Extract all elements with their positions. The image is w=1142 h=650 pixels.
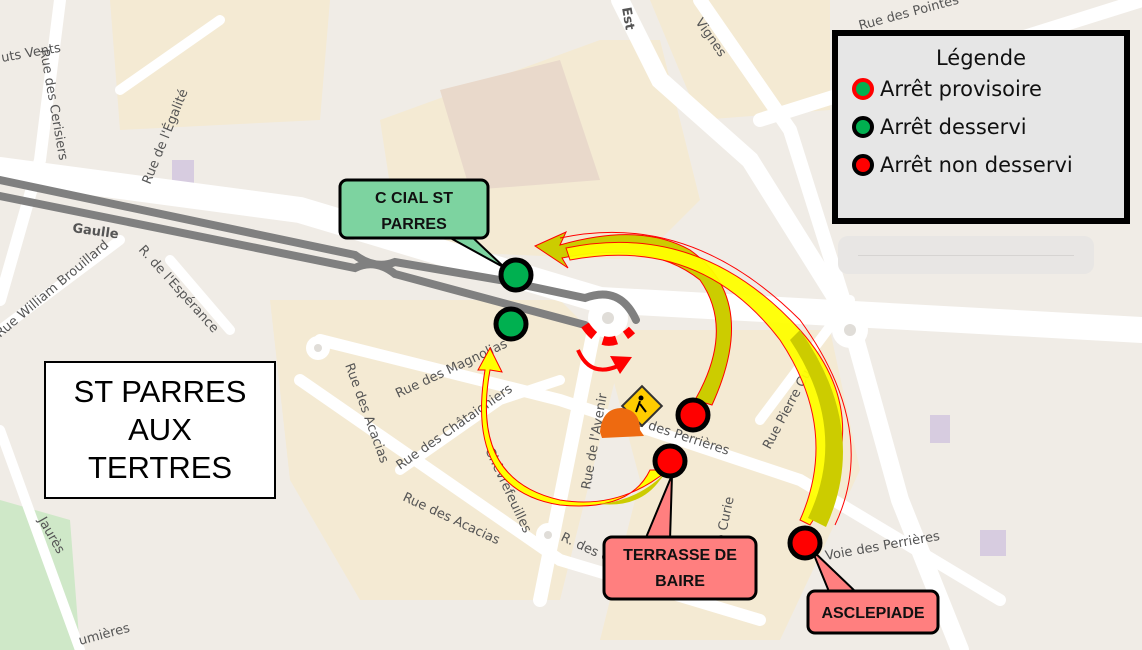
callout-c-cial-st-parres[interactable]: C CIAL ST PARRES bbox=[338, 178, 506, 269]
stops bbox=[493, 257, 823, 561]
roundabouts bbox=[306, 298, 868, 547]
stop-name: BAIRE bbox=[655, 573, 705, 590]
street-label: Gaulle bbox=[71, 221, 119, 242]
legend-label: Arrêt non desservi bbox=[880, 153, 1073, 177]
legend-title: Légende bbox=[935, 46, 1027, 70]
stop-marker-red[interactable] bbox=[652, 443, 688, 479]
street-label: Rue des Pointes bbox=[857, 0, 961, 34]
stop-marker-green[interactable] bbox=[498, 257, 534, 293]
stop-name: C CIAL ST bbox=[375, 190, 453, 207]
closed-section bbox=[581, 322, 636, 346]
town-label-line: AUX bbox=[128, 412, 192, 447]
hard-hat-icon bbox=[600, 408, 644, 438]
callout-terrasse-de-baire[interactable]: TERRASSE DE BAIRE bbox=[602, 474, 758, 601]
town-label: ST PARRES AUX TERTRES bbox=[44, 361, 276, 499]
map-overlay-box bbox=[838, 236, 1094, 274]
legend-label: Arrêt desservi bbox=[880, 115, 1027, 139]
callout-asclepiade[interactable]: ASCLEPIADE bbox=[806, 549, 940, 635]
street-label: Est bbox=[618, 6, 637, 31]
legend-label: Arrêt provisoire bbox=[880, 77, 1042, 101]
unserved-stop-icon bbox=[852, 154, 874, 176]
town-label-line: TERTRES bbox=[87, 450, 233, 485]
turn-arrow-icon bbox=[576, 349, 632, 374]
stop-marker-red[interactable] bbox=[675, 397, 711, 433]
town-label-line: ST PARRES bbox=[73, 374, 247, 409]
detour-arrows bbox=[477, 230, 852, 527]
street-label: umières bbox=[77, 621, 132, 649]
legend-item: Arrêt non desservi bbox=[852, 146, 1124, 184]
stop-marker-red[interactable] bbox=[787, 525, 823, 561]
legend-item: Arrêt provisoire bbox=[852, 70, 1124, 108]
legend: Légende Arrêt provisoire Arrêt desservi … bbox=[832, 30, 1130, 224]
stop-name: PARRES bbox=[381, 216, 447, 233]
served-stop-icon bbox=[852, 116, 874, 138]
stop-marker-green[interactable] bbox=[493, 306, 529, 342]
legend-item: Arrêt desservi bbox=[852, 108, 1124, 146]
provisional-stop-icon bbox=[852, 78, 874, 100]
stop-name: TERRASSE DE bbox=[623, 547, 737, 564]
stop-name: ASCLEPIADE bbox=[821, 605, 924, 622]
street-label: R. de l'Espérance bbox=[135, 243, 221, 337]
